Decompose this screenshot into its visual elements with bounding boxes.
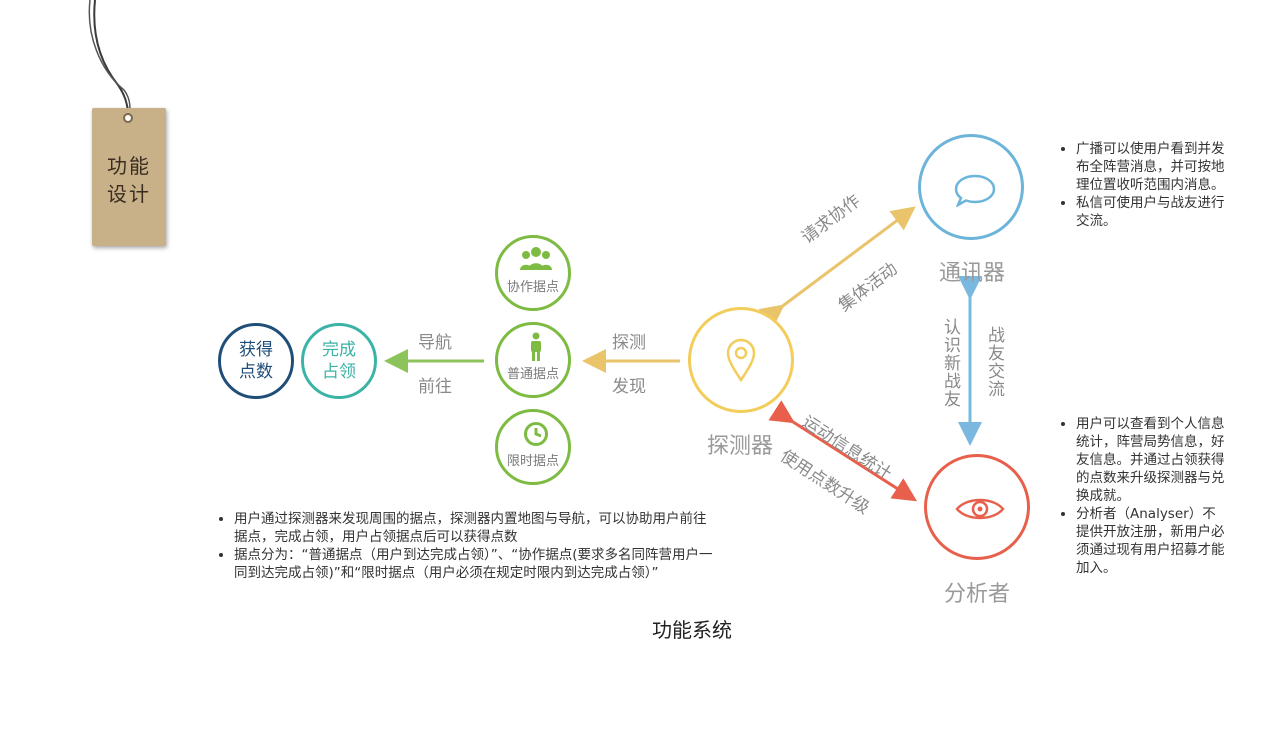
detector-label: 探测器 xyxy=(706,434,773,459)
timed-stronghold-circle: 限时据点 xyxy=(495,409,571,485)
diagram-caption: 功能系统 xyxy=(652,618,732,642)
gain-points-line2: 点数 xyxy=(239,362,273,382)
tag-string xyxy=(88,0,131,116)
note-left-1: 用户通过探测器来发现周围的据点，探测器内置地图与导航，可以协助用户前往据点，完成… xyxy=(234,510,716,546)
timed-stronghold-label: 限时据点 xyxy=(506,454,559,469)
communicator-circle xyxy=(918,134,1024,240)
edge-label-meet-allies: 认识新战友 xyxy=(940,318,960,408)
analyser-circle xyxy=(924,454,1030,560)
normal-stronghold-circle: 普通据点 xyxy=(495,322,571,398)
notes-left: 用户通过探测器来发现周围的据点，探测器内置地图与导航，可以协助用户前往据点，完成… xyxy=(216,510,716,582)
complete-occupy-circle: 完成 占领 xyxy=(301,323,377,399)
coop-stronghold-circle: 协作据点 xyxy=(495,235,571,311)
person-icon xyxy=(531,332,541,361)
gain-points-line1: 获得 xyxy=(239,340,273,360)
note-left-2: 据点分为：“普通据点（用户到达完成占领）”、“协作据点(要求多名同阵营用户一同到… xyxy=(234,546,716,582)
chat-bubble-icon xyxy=(954,174,996,207)
tag-hole xyxy=(123,113,133,123)
tag-title: 功能 设计 xyxy=(92,152,166,208)
detect-label-bottom: 发现 xyxy=(612,377,646,397)
tag-title-line1: 功能 xyxy=(107,154,151,178)
communicator-label: 通讯器 xyxy=(938,261,1005,286)
note-comm-2: 私信可使用户与战友进行交流。 xyxy=(1076,194,1226,230)
analyser-label: 分析者 xyxy=(943,582,1010,607)
note-comm-1: 广播可以使用户看到并发布全阵营消息，并可按地理位置收听范围内消息。 xyxy=(1076,140,1226,194)
notes-communicator: 广播可以使用户看到并发布全阵营消息，并可按地理位置收听范围内消息。 私信可使用户… xyxy=(1058,140,1226,230)
complete-occupy-line2: 占领 xyxy=(322,362,356,382)
kraft-tag xyxy=(92,108,166,246)
edge-label-ally-chat: 战友交流 xyxy=(984,326,1004,398)
coop-stronghold-label: 协作据点 xyxy=(506,280,559,295)
nav-label-top: 导航 xyxy=(418,333,452,353)
nav-label-bottom: 前往 xyxy=(418,377,452,397)
eye-icon xyxy=(955,498,1005,520)
note-analyser-2: 分析者（Analyser）不提供开放注册，新用户必须通过现有用户招募才能加入。 xyxy=(1076,505,1226,577)
tag-title-line2: 设计 xyxy=(107,182,151,206)
note-analyser-1: 用户可以查看到个人信息统计，阵营局势信息，好友信息。并通过占领获得的点数来升级探… xyxy=(1076,415,1226,505)
arrow-detector-analyser xyxy=(768,400,918,502)
group-icon xyxy=(520,247,552,270)
notes-analyser: 用户可以查看到个人信息统计，阵营局势信息，好友信息。并通过占领获得的点数来升级探… xyxy=(1058,415,1226,577)
map-pin-icon xyxy=(726,338,756,382)
detector-circle xyxy=(688,307,794,413)
normal-stronghold-label: 普通据点 xyxy=(506,367,559,382)
detect-label-top: 探测 xyxy=(612,333,646,353)
arrow-detector-communicator xyxy=(758,206,916,329)
complete-occupy-line1: 完成 xyxy=(322,340,356,360)
clock-icon xyxy=(524,422,548,446)
gain-points-circle: 获得 点数 xyxy=(218,323,294,399)
